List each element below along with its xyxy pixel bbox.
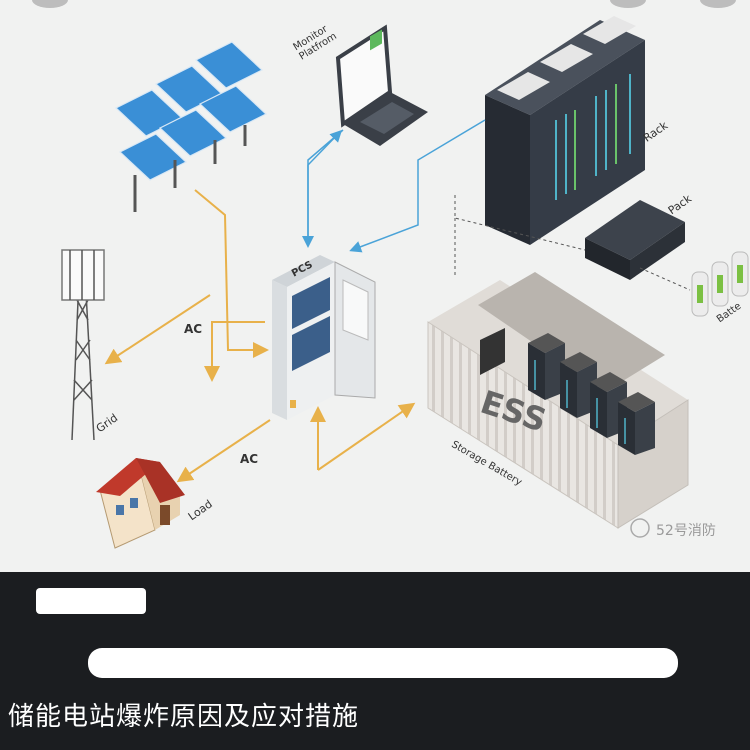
rack-label: Rack bbox=[641, 119, 671, 145]
caption-text[interactable]: 储能电站爆炸原因及应对措施 bbox=[8, 702, 360, 732]
load-label: Load bbox=[186, 497, 215, 523]
corner-marks bbox=[32, 0, 736, 8]
diagram-panel: MonitorPlatfrom Rack bbox=[0, 0, 750, 572]
grid-tower-icon bbox=[61, 249, 105, 441]
battery-cells-icon: Batte bbox=[691, 251, 749, 325]
load-house-icon bbox=[96, 458, 185, 549]
watermark-text: 52号消防 bbox=[656, 523, 716, 539]
pack-label: Pack bbox=[666, 192, 695, 218]
ess-battery-racks bbox=[528, 333, 655, 455]
pack-icon: Pack bbox=[585, 192, 694, 280]
power-flow-arrows bbox=[104, 189, 416, 483]
watermark: 52号消防 bbox=[630, 518, 716, 539]
component-link-lines bbox=[454, 195, 691, 291]
energy-storage-diagram: MonitorPlatfrom Rack bbox=[32, 0, 749, 549]
grid-label: Grid bbox=[94, 411, 120, 435]
redacted-block-top bbox=[36, 588, 146, 614]
monitor-label: MonitorPlatfrom bbox=[292, 22, 339, 63]
redacted-block-bottom bbox=[88, 648, 678, 678]
ess-container-icon: ESS Storage Battery bbox=[427, 272, 689, 529]
pcs-cabinet-icon: PCS bbox=[272, 255, 376, 420]
ac-top-label: AC bbox=[184, 322, 202, 336]
monitor-platform-icon: MonitorPlatfrom bbox=[292, 22, 428, 146]
data-flow-arrows bbox=[302, 119, 486, 253]
ac-bottom-label: AC bbox=[240, 452, 258, 466]
solar-panels-icon bbox=[114, 41, 268, 212]
